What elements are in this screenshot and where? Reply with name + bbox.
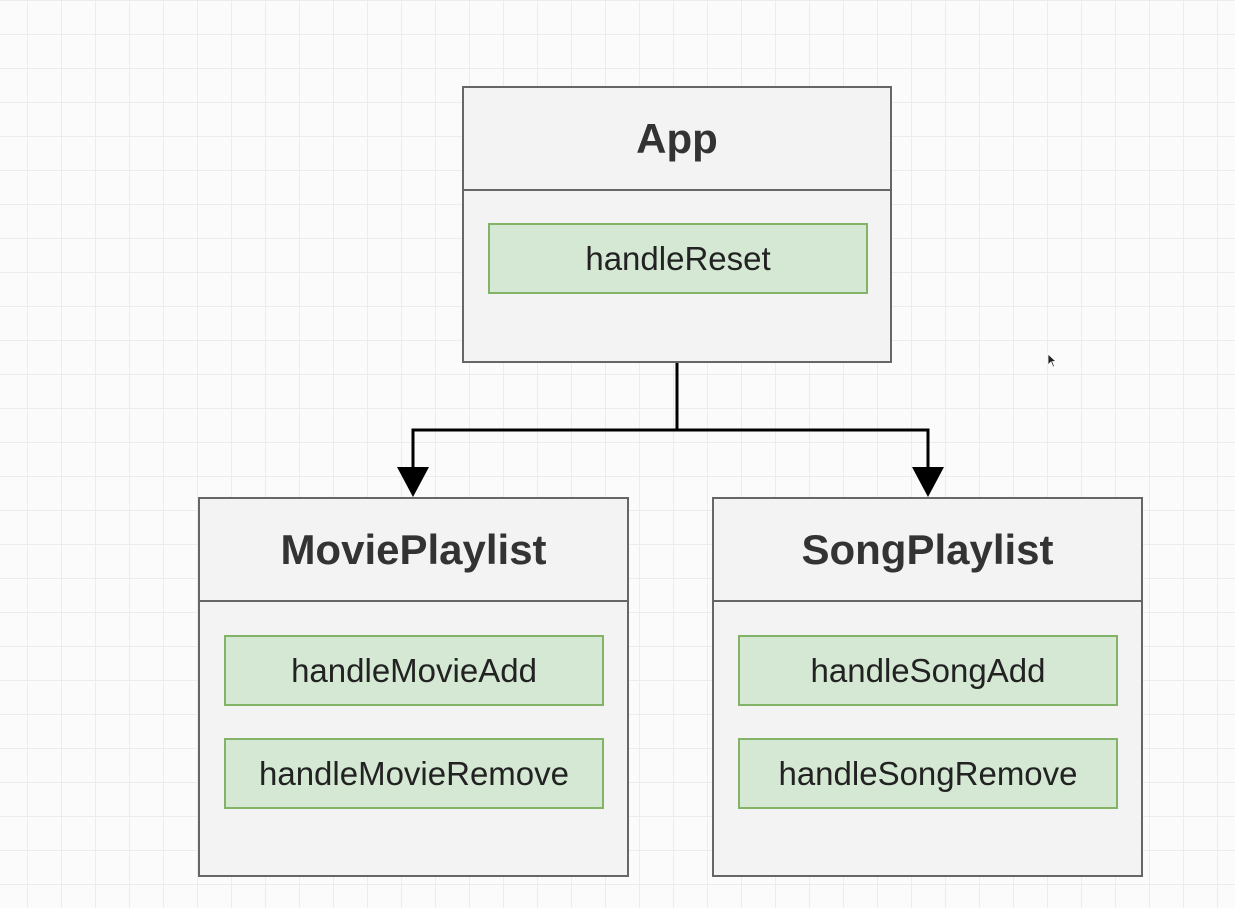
edge-app-to-movieplaylist (411, 362, 679, 470)
node-song-playlist[interactable]: SongPlaylist handleSongAdd handleSongRem… (712, 497, 1143, 877)
arrowhead-movieplaylist (397, 467, 429, 497)
method-handle-song-remove[interactable]: handleSongRemove (738, 738, 1118, 809)
mouse-cursor-icon (1047, 353, 1057, 368)
arrowhead-songplaylist (912, 467, 944, 497)
node-app[interactable]: App handleReset (462, 86, 892, 363)
node-movie-playlist[interactable]: MoviePlaylist handleMovieAdd handleMovie… (198, 497, 629, 877)
node-song-playlist-title: SongPlaylist (714, 499, 1141, 602)
edge-app-to-songplaylist (677, 428, 930, 470)
node-movie-playlist-title: MoviePlaylist (200, 499, 627, 602)
node-app-title: App (464, 88, 890, 191)
method-handle-reset[interactable]: handleReset (488, 223, 868, 294)
method-handle-movie-remove[interactable]: handleMovieRemove (224, 738, 604, 809)
method-handle-song-add[interactable]: handleSongAdd (738, 635, 1118, 706)
method-handle-movie-add[interactable]: handleMovieAdd (224, 635, 604, 706)
